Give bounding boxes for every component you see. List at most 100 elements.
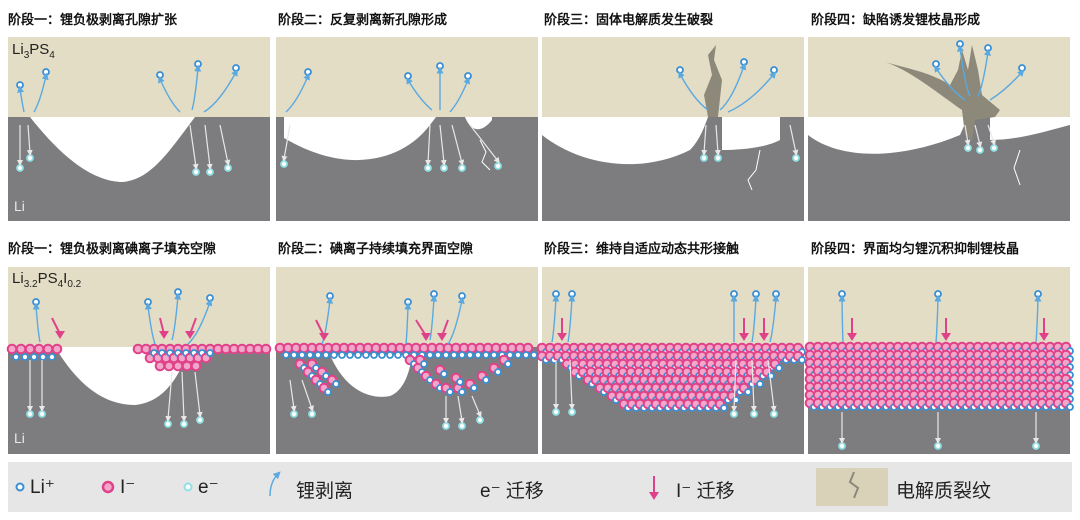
li-ion: [404, 298, 412, 306]
li-ion: [474, 351, 482, 359]
li-strip-arrow: [727, 71, 777, 113]
electron: [750, 410, 758, 418]
li-ion: [346, 351, 354, 359]
li-strip-arrow: [32, 302, 41, 343]
electron-migration-arrow: [701, 124, 708, 156]
row1-title-1: 阶段一：锂负极剥离孔隙扩张: [8, 13, 178, 28]
electron: [458, 164, 466, 172]
electron: [164, 420, 172, 428]
li-ion: [206, 349, 214, 357]
li-ion: [404, 72, 412, 80]
legend: Li⁺ I⁻ e⁻ 锂剥离 e⁻ 迁移 I⁻ 迁移 电解质裂纹: [8, 462, 1072, 512]
li-ion: [434, 351, 442, 359]
electron: [792, 154, 800, 162]
li-ion: [42, 68, 50, 76]
electron: [552, 408, 560, 416]
electron: [424, 164, 432, 172]
li-ion: [530, 351, 538, 359]
li-strip-arrow: [551, 294, 560, 343]
electron-migration-arrow: [714, 124, 721, 156]
dendrite: [885, 45, 1000, 140]
electron: [838, 442, 846, 450]
li-strip-arrow: [719, 62, 747, 111]
iodide-migration-arrowhead: [159, 331, 169, 339]
row1-panel-4: [808, 37, 1070, 221]
crack-line: [1013, 149, 1021, 186]
li-ion: [458, 388, 466, 396]
iodide-migration-arrowhead: [437, 333, 447, 341]
electron: [206, 168, 214, 176]
li-ion: [934, 290, 942, 298]
li-ion: [490, 351, 498, 359]
iodide-ion: [181, 360, 193, 372]
electrolyte-label-li3ps4: Li3PS4: [12, 41, 55, 61]
li-ion: [730, 290, 738, 298]
li-ion: [482, 351, 490, 359]
iodide-ion: [15, 343, 27, 355]
li-strip-arrow: [17, 85, 25, 113]
row1-panel-1: [8, 37, 270, 221]
iodide-migration-arrowhead: [55, 331, 65, 339]
iodide-migration-arrowhead: [941, 333, 951, 341]
li-ion: [174, 288, 182, 296]
electron: [180, 420, 188, 428]
electron-migration-arrow: [281, 124, 291, 162]
electron-migration-arrow: [767, 359, 777, 412]
li-strip-arrow: [449, 76, 470, 113]
electron: [730, 410, 738, 418]
void-pore: [30, 117, 195, 182]
electron: [308, 410, 316, 418]
li-ion: [482, 376, 490, 384]
row2-title-3: 阶段三：维持自适应动态共形接触: [544, 242, 740, 257]
electron-migration-arrow: [987, 124, 996, 146]
li-ion: [775, 364, 783, 372]
iodide-ion: [163, 360, 175, 372]
li-ion: [21, 353, 29, 361]
li-ion: [206, 294, 214, 302]
li-ion: [720, 404, 728, 412]
li-strip-arrow: [203, 68, 238, 113]
electron-migration-arrow: [219, 124, 231, 166]
electron-migration-arrow: [194, 371, 203, 418]
electron-migration-arrow: [974, 124, 983, 148]
li-strip-arrow: [33, 72, 49, 113]
electron: [568, 408, 576, 416]
li-ion: [322, 351, 330, 359]
li-ion: [232, 64, 240, 72]
iodide-migration-arrowhead: [759, 333, 769, 341]
li-ion: [494, 368, 502, 376]
li-ion: [16, 81, 24, 89]
li-ion: [430, 290, 438, 298]
void-pore: [722, 117, 780, 150]
electron-migration-arrow: [189, 124, 199, 170]
li-ion: [767, 372, 775, 380]
row2-panel-1: [8, 267, 270, 454]
li-strip-arrow: [751, 294, 760, 343]
li-ion: [436, 62, 444, 70]
electron-migration-arrow: [289, 379, 297, 412]
li-ion: [956, 40, 964, 48]
row1-title-3: 阶段三：固体电解质发生破裂: [544, 13, 714, 28]
li-ion: [442, 351, 450, 359]
electron: [1032, 442, 1040, 450]
li-ion: [298, 351, 306, 359]
li-ion: [772, 290, 780, 298]
li-ion: [932, 60, 940, 68]
li-ion: [744, 388, 752, 396]
li-strip-arrow: [429, 294, 438, 341]
li-ion: [332, 380, 340, 388]
electron: [458, 422, 466, 430]
iodide-ion: [190, 360, 202, 372]
iodide-legend-icon: [101, 480, 115, 494]
li-strip-arrow: [567, 294, 576, 343]
crack-line: [747, 149, 761, 191]
electron-migration-arrow: [964, 124, 971, 146]
diagram-canvas: [6, 37, 1074, 454]
electron-migration-arrow: [789, 124, 799, 156]
row1-panel-2: [276, 37, 538, 221]
legend-e-migration: e⁻ 迁移: [480, 481, 544, 502]
electron-migration-arrow: [471, 395, 482, 418]
li-ion: [752, 290, 760, 298]
electron: [494, 162, 502, 170]
iodide-migration-arrowhead: [557, 333, 567, 341]
